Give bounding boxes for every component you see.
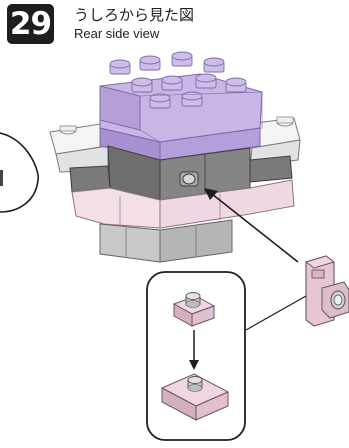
detail-leader-line [245,295,307,331]
pink-lower-bricks [71,179,295,229]
assembled-part [304,255,349,327]
main-model [49,51,301,263]
detail-callout-box [146,271,246,441]
grey-leg-bricks [99,219,233,263]
down-arrow [189,330,199,370]
step-number-badge: 29 [7,4,54,44]
pink-plate-1x2 [160,373,230,421]
attach-arrow [204,188,299,263]
previous-callout-circle [0,132,39,213]
lavender-studs [109,51,247,109]
pink-plate-1x1 [172,292,216,327]
step-title-japanese: うしろから見た図 [74,6,195,24]
dark-grey-bricks [69,145,293,201]
step-title-english: Rear side view [74,26,160,41]
lavender-top-bricks [99,51,263,161]
